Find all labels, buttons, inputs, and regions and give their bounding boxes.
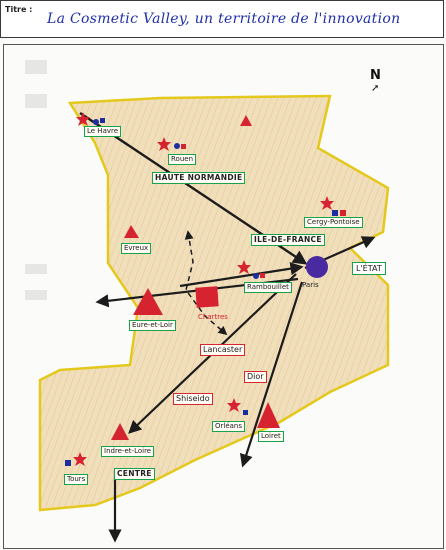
dashed-arrow-chartres — [184, 230, 228, 336]
research-dot-rambouillet — [253, 273, 259, 279]
map-title: La Cosmetic Valley, un territoire de l'i… — [47, 11, 401, 27]
triangle-marker-indre-et-loire — [111, 423, 129, 440]
city-label-orleans: Orléans — [212, 421, 246, 432]
research-dot-rouen — [174, 143, 180, 149]
region-label-ile-de-france: ILE-DE-FRANCE — [251, 234, 325, 246]
triangle-marker-evreux — [124, 225, 139, 238]
company-label-lancaster: Lancaster — [200, 344, 246, 356]
research-square-le-havre — [100, 118, 105, 123]
arrow-paris-south — [239, 281, 304, 468]
city-label-evreux: Evreux — [121, 243, 152, 254]
region-label-haute-normandie: HAUTE NORMANDIE — [152, 172, 246, 184]
city-label-eure-et-loir: Eure-et-Loir — [129, 320, 176, 331]
star-rambouillet — [237, 260, 251, 274]
star-le-havre — [76, 112, 90, 126]
triangle-marker-eure-et-loir — [133, 288, 163, 315]
city-label-rambouillet: Rambouillet — [244, 282, 292, 293]
star-rouen — [157, 137, 171, 151]
company-label-shiseido: Shiseido — [173, 393, 213, 405]
star-cergy — [320, 196, 334, 210]
map-frame — [3, 44, 444, 549]
small-markers — [65, 118, 346, 466]
star-markers — [73, 112, 334, 466]
city-label-cergy-pontoise: Cergy-Pontoise — [304, 217, 363, 228]
city-label-rouen: Rouen — [168, 154, 197, 165]
research-square-rouen — [181, 144, 186, 149]
research-dot-le-havre — [93, 119, 99, 125]
star-tours — [73, 452, 87, 466]
title-box: Titre : La Cosmetic Valley, un territoir… — [0, 0, 444, 38]
region-label-centre: CENTRE — [114, 468, 155, 480]
research-square-orleans — [243, 410, 248, 415]
paris-capital-marker — [306, 256, 328, 278]
north-label: N — [370, 68, 381, 83]
north-arrow-icon: ➚ — [371, 83, 380, 94]
triangle-marker-loiret — [257, 402, 280, 428]
chartres-square-marker — [195, 286, 219, 308]
star-orleans — [227, 398, 241, 412]
state-label: L'ÉTAT — [352, 262, 386, 275]
background-traces — [25, 60, 47, 300]
city-label-paris: Paris — [302, 281, 319, 289]
research-square-cergy-1 — [332, 210, 338, 216]
triangle-marker-north — [240, 115, 252, 126]
research-square-cergy-2 — [340, 210, 346, 216]
city-label-le-havre: Le Havre — [84, 126, 122, 137]
research-square-tours — [65, 460, 71, 466]
city-label-indre-et-loire: Indre-et-Loire — [101, 446, 155, 457]
title-label: Titre : — [5, 5, 33, 14]
north-indicator: N ➚ — [370, 68, 381, 94]
city-label-chartres: Chartres — [198, 313, 228, 321]
city-label-tours: Tours — [64, 474, 89, 485]
city-label-loiret: Loiret — [258, 431, 284, 442]
company-label-dior: Dior — [244, 371, 267, 383]
research-square-rambouillet — [260, 273, 265, 278]
